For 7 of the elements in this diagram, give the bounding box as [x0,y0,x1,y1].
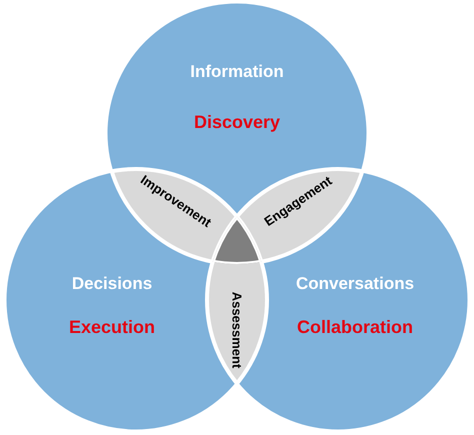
circle-subtitle: Execution [68,316,156,339]
circle-subtitle: Discovery [194,111,280,134]
circle-title: Conversations [296,273,414,295]
circle-title: Information [190,61,284,83]
overlap-label: Assessment [230,292,244,368]
circle-title: Decisions [72,273,152,295]
circle-subtitle: Collaboration [297,316,413,339]
